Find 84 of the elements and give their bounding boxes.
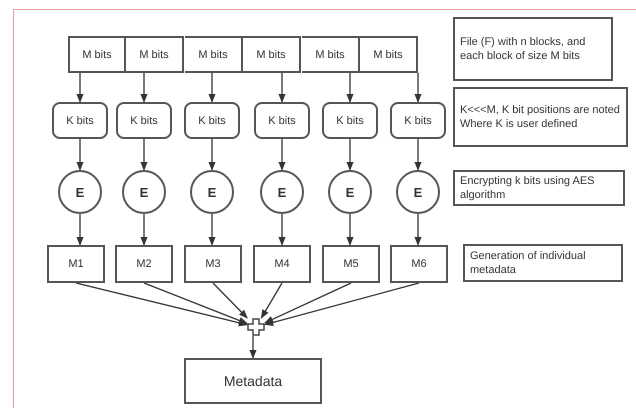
process-box [253,245,311,283]
rounded-box [322,102,378,139]
arrow [212,282,248,319]
node-label: M3 [205,258,221,270]
arrow [260,282,283,319]
node-label: M bits [256,48,286,60]
rounded-box [390,102,446,139]
arrow [346,139,354,171]
arrow [346,214,354,246]
encrypt-circle [58,170,102,214]
arrow [278,73,286,103]
note-box [463,244,623,282]
arrow [346,73,354,103]
block-cell [185,36,243,73]
node-label: E [76,184,84,200]
node-label: M1 [68,258,84,270]
node-label: M bits [139,48,169,60]
arrow [264,282,420,326]
node-label: K bits [268,114,296,126]
arrow [414,73,422,103]
node-label: M bits [373,48,403,60]
arrow [140,214,148,246]
node-label: E [278,184,286,200]
encrypt-circle [190,170,234,214]
node-label: M bits [315,48,345,60]
arrow [76,139,84,171]
rounded-box [52,102,108,139]
node-label: M4 [274,258,290,270]
arrow [140,139,148,171]
encrypt-circle [328,170,372,214]
arrow [76,214,84,246]
arrow [208,214,216,246]
block-cell [243,36,301,73]
node-label: Metadata [224,373,282,389]
node-label: M bits [198,48,228,60]
encrypt-circle [122,170,166,214]
node-label: M6 [411,258,427,270]
note-box [453,87,628,147]
node-label: K bits [130,114,158,126]
note-text: Generation of individual metadata [470,248,587,278]
node-label: K bits [66,114,94,126]
encrypt-circle [396,170,440,214]
note-box [453,17,613,81]
process-box [184,245,242,283]
note-text: K<<<M, K bit positions are noted Where K is user defined [460,102,621,132]
process-box [184,358,322,404]
note-box [453,170,625,206]
arrow [414,139,422,171]
plus-symbol [247,318,265,336]
arrow [278,214,286,246]
node-label: M bits [82,48,112,60]
note-text: File (F) with n blocks, and each block of size M bits [460,34,586,64]
node-label: M5 [343,258,359,270]
node-label: K bits [198,114,226,126]
process-box [322,245,380,283]
arrow [264,282,352,324]
process-box [115,245,173,283]
process-box [390,245,448,283]
arrow [278,139,286,171]
node-label: M2 [136,258,152,270]
block-cell [126,36,184,73]
rounded-box [116,102,172,139]
arrow [208,139,216,171]
block-cell [360,36,418,73]
arrow [140,73,148,103]
block-cell [302,36,360,73]
arrow [249,336,257,359]
process-box [47,245,105,283]
arrow [76,282,248,326]
rounded-box [184,102,240,139]
node-label: E [208,184,216,200]
arrow [414,214,422,246]
arrow [208,73,216,103]
node-label: E [346,184,354,200]
arrow [76,73,84,103]
node-label: K bits [404,114,432,126]
block-cell [68,36,126,73]
node-label: K bits [336,114,364,126]
note-text: Encrypting k bits using AES algorithm [460,174,596,202]
node-label: E [414,184,422,200]
encrypt-circle [260,170,304,214]
rounded-box [254,102,310,139]
arrow [144,282,248,324]
node-label: E [140,184,148,200]
